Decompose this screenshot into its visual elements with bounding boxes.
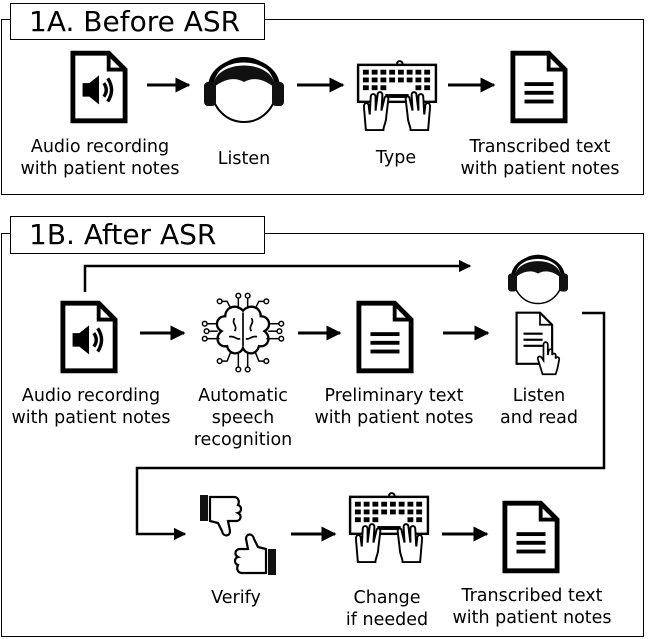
panel-b-title: 1B. After ASR: [10, 216, 265, 254]
panel-b-step-preliminary-label: Preliminary text with patient notes: [314, 386, 474, 428]
panel-a-step-transcribed-label: Transcribed text with patient notes: [460, 137, 620, 179]
panel-a-step-listen-label: Listen: [217, 149, 271, 169]
panel-b-step-audio-label: Audio recording with patient notes: [11, 386, 171, 428]
panel-b-arrows: [83, 259, 606, 542]
panel-b-step-verify-label: Verify: [211, 588, 261, 608]
panel-a-title: 1A. Before ASR: [10, 3, 265, 40]
panel-b-step-change-label: Change if needed: [345, 588, 429, 630]
panel-a-step-type-label: Type: [375, 148, 417, 168]
panel-a-step-audio-label: Audio recording with patient notes: [20, 137, 180, 179]
panel-b-step-asr-label: Automatic speech recognition: [193, 386, 293, 450]
panel-b-step-listen-read-label: Listen and read: [500, 386, 578, 428]
panel-b-step-transcribed-label: Transcribed text with patient notes: [452, 586, 612, 628]
panel-before-asr: [1, 19, 644, 195]
panel-after-asr: [1, 233, 644, 637]
